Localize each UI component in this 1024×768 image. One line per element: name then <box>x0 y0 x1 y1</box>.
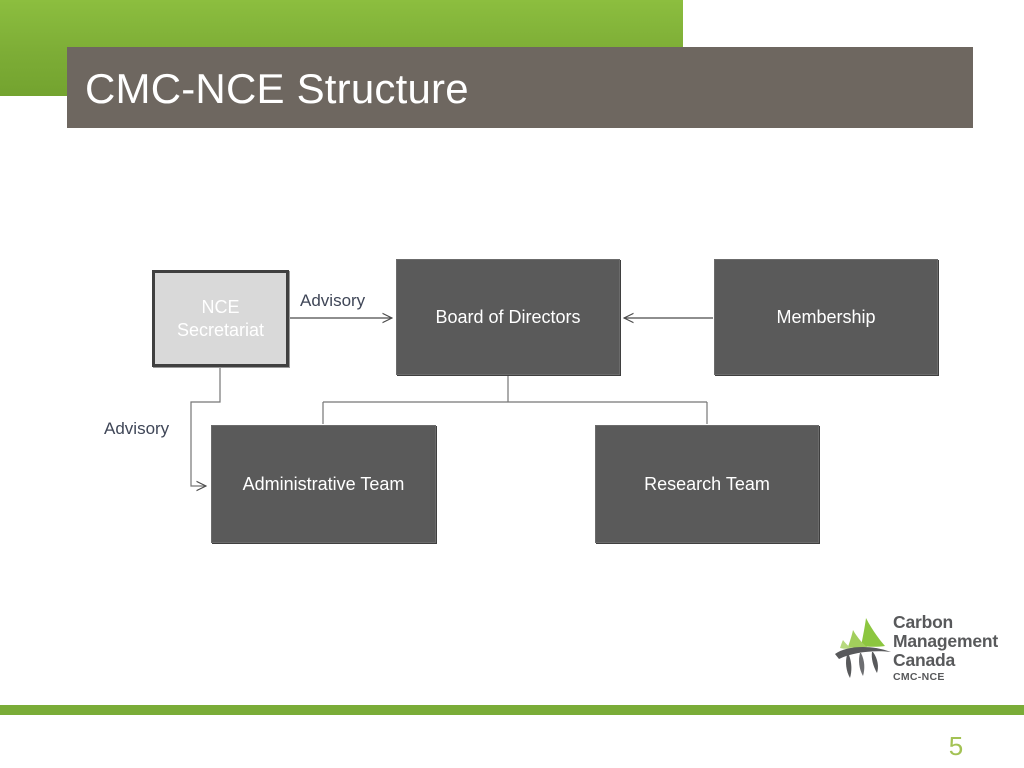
node-nce-secretariat[interactable]: NCE Secretariat <box>152 270 289 367</box>
node-nce-secretariat-label: NCE Secretariat <box>177 296 264 341</box>
edge-label-advisory-top: Advisory <box>300 291 366 310</box>
logo-mark-icon <box>835 618 891 678</box>
node-administrative-team[interactable]: Administrative Team <box>211 425 436 543</box>
node-membership-label: Membership <box>776 306 876 327</box>
edge-label-advisory-left: Advisory <box>104 419 170 438</box>
page-number: 5 <box>948 731 964 761</box>
node-research-team-label: Research Team <box>644 473 770 494</box>
node-research-team[interactable]: Research Team <box>595 425 819 543</box>
node-board-of-directors-label: Board of Directors <box>435 306 581 327</box>
node-label-line-2: Secretariat <box>176 319 265 340</box>
footer-green-band <box>0 705 1024 715</box>
node-board-of-directors[interactable]: Board of Directors <box>396 259 620 375</box>
node-administrative-team-label: Administrative Team <box>242 473 405 494</box>
logo-carbon-management-canada: Carbon Management Canada CMC-NCE <box>833 610 1018 688</box>
logo-subtitle-cmc-nce: CMC-NCE <box>893 671 945 683</box>
logo-line-management: Management <box>893 631 998 651</box>
page-title: CMC-NCE Structure <box>85 65 469 112</box>
node-label-line-1: NCE <box>201 297 240 317</box>
node-membership[interactable]: Membership <box>714 259 938 375</box>
logo-wordmark: Carbon Management Canada CMC-NCE <box>893 613 1018 684</box>
title-bar <box>67 47 973 128</box>
logo-line-canada: Canada <box>893 650 956 670</box>
logo-line-carbon: Carbon <box>893 612 954 632</box>
